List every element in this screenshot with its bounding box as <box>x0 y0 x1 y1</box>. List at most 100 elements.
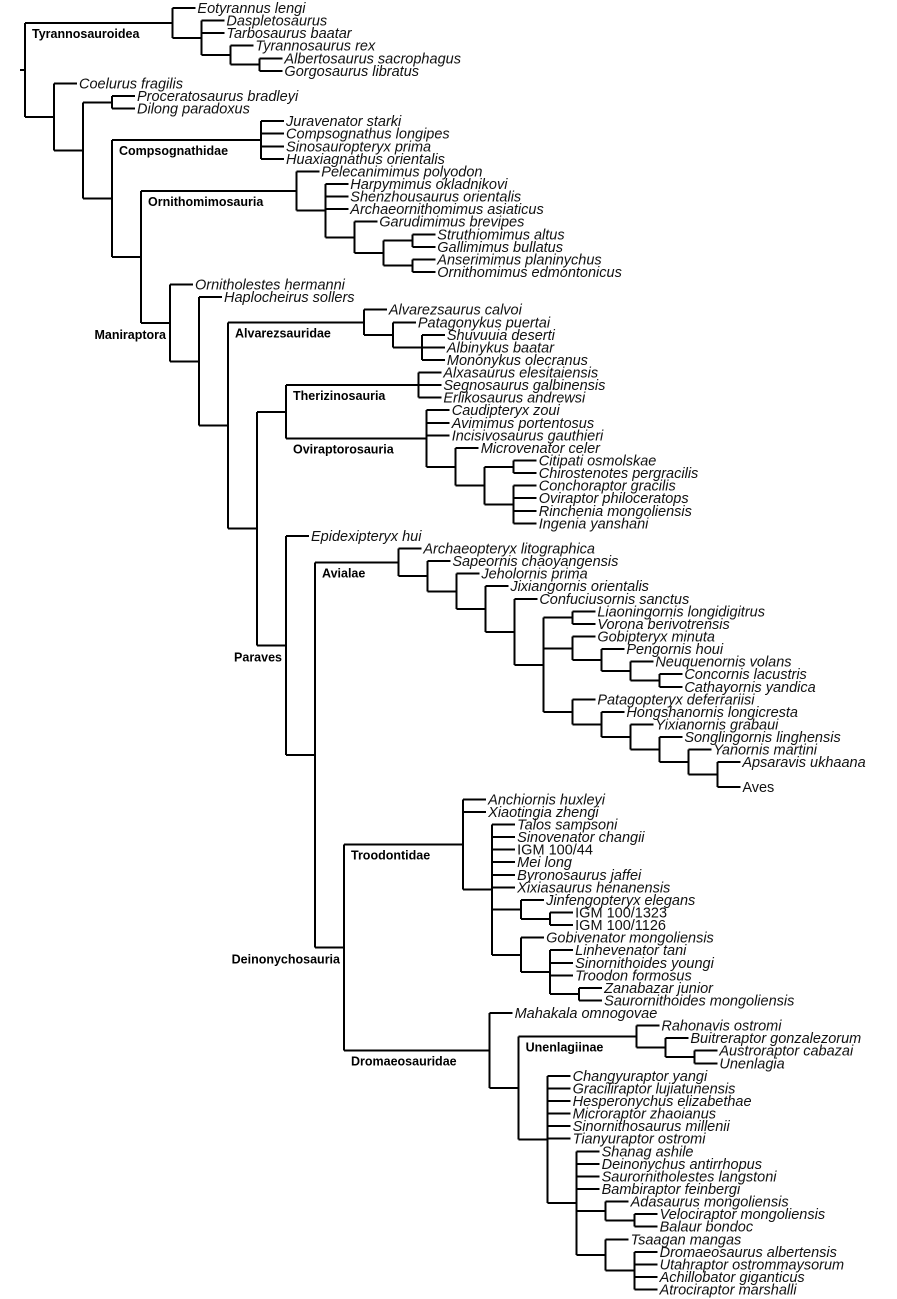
taxon-label: Mei long <box>517 855 572 871</box>
taxon-label: Harpymimus okladnikovi <box>350 177 508 193</box>
taxon-label: Albertosaurus sacrophagus <box>283 51 461 67</box>
taxon-label: IGM 100/44 <box>517 843 593 859</box>
taxon-label: Hesperonychus elizabethae <box>573 1094 752 1110</box>
taxon-label: Utahraptor ostrommaysorum <box>660 1257 845 1273</box>
taxon-label: Patagonykus puertai <box>418 315 551 331</box>
taxon-label: Coelurus fragilis <box>79 76 183 92</box>
clade-label: Therizinosauria <box>293 389 386 403</box>
taxon-label: Saurornithoides mongoliensis <box>604 993 794 1009</box>
taxon-label: Troodon formosus <box>575 968 692 984</box>
taxon-label: Juravenator starki <box>285 114 402 130</box>
clade-label: Paraves <box>234 650 282 664</box>
clade-label: Oviraptorosauria <box>293 443 395 457</box>
taxon-label: Segnosaurus galbinensis <box>443 378 605 394</box>
taxon-label: Songlingornis linghensis <box>684 730 840 746</box>
taxon-label: Atrociraptor marshalli <box>659 1283 798 1299</box>
taxon-label: Jixiangornis orientalis <box>509 579 649 595</box>
taxon-label: Anserimimus planinychus <box>436 252 601 268</box>
clade-label: Deinonychosauria <box>232 953 341 967</box>
taxon-label: Citipati osmolskae <box>539 454 657 470</box>
taxon-label: Alxasaurus elesitaiensis <box>442 366 598 382</box>
taxon-label: Tyrannosaurus rex <box>255 39 376 55</box>
taxon-label: Changyuraptor yangi <box>573 1069 708 1085</box>
taxon-label: Jinfengopteryx elegans <box>545 893 695 909</box>
taxon-label: Pelecanimimus polyodon <box>321 164 482 180</box>
taxon-label: Anchiornis huxleyi <box>487 792 606 808</box>
taxon-label: Sinornithosaurus millenii <box>573 1119 731 1135</box>
taxon-label: Linhevenator tani <box>575 943 687 959</box>
taxon-label: Concornis lacustris <box>684 667 807 683</box>
clade-label: Troodontidae <box>351 849 430 863</box>
taxon-label: Xiaotingia zhengi <box>487 805 599 821</box>
taxon-label: Austroraptor cabazai <box>718 1044 854 1060</box>
taxon-label: Liaoningornis longidigitrus <box>597 604 765 620</box>
taxon-label: Gobipteryx minuta <box>597 630 715 646</box>
taxon-label: Oviraptor philoceratops <box>539 491 689 507</box>
taxon-label: Unenlagia <box>719 1056 784 1072</box>
taxon-label: Adasaurus mongoliensis <box>630 1195 789 1211</box>
taxon-label: Struthiomimus altus <box>437 227 564 243</box>
taxon-label: Albinykus baatar <box>446 340 555 356</box>
taxon-label: Yanornis martini <box>713 743 817 759</box>
taxon-label: Rinchenia mongoliensis <box>539 504 692 520</box>
taxon-label: Xixiasaurus henanensis <box>516 880 670 896</box>
taxon-label: Erlikosaurus andrewsi <box>443 391 586 407</box>
taxon-label: Dilong paradoxus <box>137 102 250 118</box>
taxon-label: Incisivosaurus gauthieri <box>452 428 604 444</box>
taxon-label: Huaxiagnathus orientalis <box>286 152 445 168</box>
taxon-label: Saurornitholestes langstoni <box>602 1169 778 1185</box>
taxon-label: Patagopteryx deferrariisi <box>597 692 755 708</box>
taxon-label: Microvenator celer <box>481 441 601 457</box>
clade-label: Alvarezsauridae <box>235 326 331 340</box>
taxon-label: Ornithomimus edmontonicus <box>437 265 622 281</box>
taxon-label: Deinonychus antirrhopus <box>602 1157 762 1173</box>
taxon-label: Zanabazar junior <box>603 981 714 997</box>
taxon-label: Alvarezsaurus calvoi <box>388 303 523 319</box>
taxon-label: Ingenia yanshani <box>539 516 649 532</box>
taxon-label: Avimimus portentosus <box>451 416 594 432</box>
taxon-label: Yixianornis grabaui <box>655 717 779 733</box>
taxon-label: Rahonavis ostromi <box>661 1019 782 1035</box>
taxon-label: Dromaeosaurus albertensis <box>660 1245 837 1261</box>
taxon-label: Gobivenator mongoliensis <box>546 931 714 947</box>
taxon-label: Confuciusornis sanctus <box>539 592 689 608</box>
taxon-label: Archaeopteryx litographica <box>422 542 595 558</box>
taxon-label: Tarbosaurus baatar <box>226 26 352 42</box>
taxon-label: IGM 100/1126 <box>575 918 666 934</box>
taxon-label: Conchoraptor gracilis <box>539 479 676 495</box>
taxon-label: Mononykus olecranus <box>447 353 588 369</box>
taxon-label: Microraptor zhaoianus <box>573 1107 716 1123</box>
taxon-label: Achillobator giganticus <box>659 1270 805 1286</box>
taxon-label: Buitreraptor gonzalezorum <box>690 1031 861 1047</box>
clade-label: Ornithomimosauria <box>148 195 264 209</box>
taxon-label: Byronosaurus jaffei <box>517 868 642 884</box>
taxon-label: Sinovenator changii <box>517 830 645 846</box>
taxon-label: Sinornithoides youngi <box>575 956 714 972</box>
taxon-label: Jeholornis prima <box>480 567 587 583</box>
taxon-label: Talos sampsoni <box>517 817 618 833</box>
clade-label: Maniraptora <box>94 328 167 342</box>
taxon-label: Daspletosaurus <box>226 14 327 30</box>
taxon-label: Ornitholestes hermanni <box>195 278 346 294</box>
taxon-label: Archaeornithomimus asiaticus <box>349 202 543 218</box>
taxon-label: Gallimimus bullatus <box>437 240 563 256</box>
taxon-label: IGM 100/1323 <box>575 905 667 921</box>
clade-label: Unenlagiinae <box>526 1041 604 1055</box>
taxon-label: Graciliraptor lujiatunensis <box>573 1081 736 1097</box>
taxon-label: Shenzhousaurus orientalis <box>350 190 521 206</box>
taxon-label: Shuvuuia deserti <box>447 328 556 344</box>
taxon-label: Sapeornis chaoyangensis <box>452 554 618 570</box>
taxon-label: Shanag ashile <box>602 1144 694 1160</box>
taxon-label: Vorona berivotrensis <box>597 617 729 633</box>
clade-label: Compsognathidae <box>119 144 228 158</box>
taxon-label: Bambiraptor feinbergi <box>602 1182 741 1198</box>
taxon-label: Cathayornis yandica <box>684 680 815 696</box>
taxon-label: Epidexipteryx hui <box>311 529 422 545</box>
taxon-label: Pengornis houi <box>626 642 724 658</box>
taxon-label: Compsognathus longipes <box>286 127 450 143</box>
taxon-label: Garudimimus brevipes <box>379 215 524 231</box>
taxon-label: Neuquenornis volans <box>655 655 791 671</box>
taxon-label: Haplocheirus sollers <box>224 290 355 306</box>
taxon-label: Mahakala omnogovae <box>515 1006 658 1022</box>
